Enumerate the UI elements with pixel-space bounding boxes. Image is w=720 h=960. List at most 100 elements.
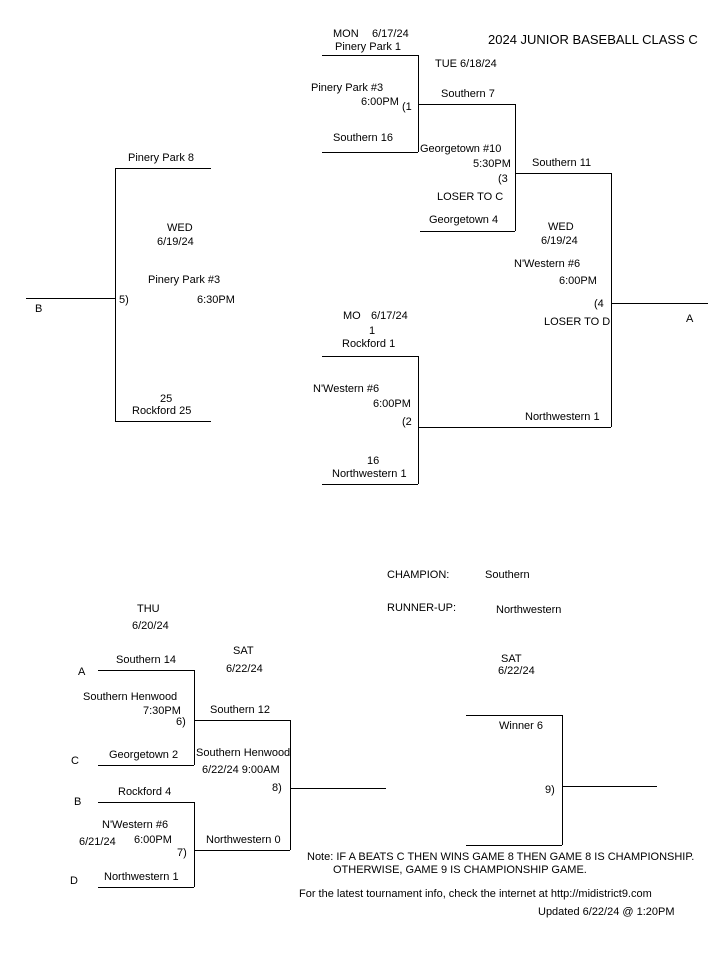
game6-line-top [98, 670, 194, 671]
game2-seed-top: 1 [369, 325, 376, 337]
game3-day-date: TUE 6/18/24 [435, 58, 497, 70]
game5-number: 5) [119, 294, 129, 306]
game1-date: 6/17/24 [372, 28, 409, 40]
game6-number: 6) [176, 716, 186, 728]
game7-label-top: B [74, 796, 82, 808]
game1-venue: Pinery Park #3 [311, 82, 384, 94]
game4-venue: N'Western #6 [514, 258, 581, 270]
bracket-title: 2024 JUNIOR BASEBALL CLASS C [488, 32, 698, 47]
game5-team-bottom: Rockford 25 [132, 405, 192, 417]
game7-venue: N'Western #6 [102, 819, 169, 831]
game5-seed-bottom: 25 [160, 393, 173, 405]
game9-date: 6/22/24 [498, 665, 535, 677]
game1-connector [418, 55, 419, 152]
game4-line-bottom [418, 427, 611, 428]
game9-team-top: Winner 6 [499, 720, 544, 732]
game8-number: 8) [272, 782, 282, 794]
game7-team-top: Rockford 4 [118, 786, 172, 798]
game6-connector [194, 670, 195, 765]
game8-date-time: 6/22/24 9:00AM [202, 764, 280, 776]
game4-number: (4 [594, 298, 604, 310]
champion-value: Southern [485, 569, 530, 581]
game4-time: 6:00PM [559, 275, 597, 287]
game1-number: (1 [402, 101, 412, 113]
game4-day: WED [548, 221, 574, 233]
game9-line-bottom [466, 845, 562, 846]
game7-time: 6:00PM [134, 834, 172, 846]
game3-line-top [418, 104, 515, 105]
note-line-2: OTHERWISE, GAME 9 IS CHAMPIONSHIP GAME. [333, 864, 587, 876]
game5-team-top: Pinery Park 8 [128, 152, 195, 164]
game2-team-top: Rockford 1 [342, 338, 396, 350]
runner-up-value: Northwestern [496, 604, 562, 616]
game1-team-top: Pinery Park 1 [335, 41, 402, 53]
game8-team-top: Southern 12 [210, 704, 270, 716]
game6-label-bottom: C [71, 755, 79, 767]
game5-connector [115, 168, 116, 421]
game4-team-bottom: Northwestern 1 [525, 411, 600, 423]
game8-out-line [290, 788, 386, 789]
game2-seed-bottom: 16 [367, 455, 380, 467]
game6-line-bottom [98, 765, 194, 766]
game3-number: (3 [498, 173, 508, 185]
game6-venue: Southern Henwood [83, 691, 178, 703]
game4-loser-to: LOSER TO D [544, 316, 611, 328]
game4-date: 6/19/24 [541, 235, 578, 247]
game2-number: (2 [402, 416, 412, 428]
game8-day: SAT [233, 645, 254, 657]
game1-time: 6:00PM [361, 96, 399, 108]
game6-time: 7:30PM [143, 705, 181, 717]
game5-venue: Pinery Park #3 [148, 274, 221, 286]
game2-time: 6:00PM [373, 398, 411, 410]
game5-line-bottom [115, 421, 211, 422]
game8-venue: Southern Henwood [196, 747, 291, 759]
game6-label-top: A [78, 666, 86, 678]
game3-connector [515, 104, 516, 231]
game5-out-label: B [35, 303, 43, 315]
game6-day: THU [137, 603, 160, 615]
game8-connector [290, 720, 291, 850]
game3-line-bottom [420, 231, 515, 232]
game8-date: 6/22/24 [226, 663, 263, 675]
game3-venue: Georgetown #10 [420, 143, 502, 155]
game6-date: 6/20/24 [132, 620, 169, 632]
game8-line-bottom [194, 850, 290, 851]
game6-team-bottom: Georgetown 2 [109, 749, 179, 761]
game4-connector [611, 173, 612, 427]
game5-out-line [26, 298, 115, 299]
game3-team-top: Southern 7 [441, 88, 495, 100]
game2-venue: N'Western #6 [313, 383, 380, 395]
game5-line-top [115, 168, 211, 169]
game4-team-top: Southern 11 [532, 157, 592, 169]
game3-time: 5:30PM [473, 158, 511, 170]
game9-number: 9) [545, 784, 555, 796]
game2-line-bottom [322, 484, 418, 485]
game2-team-bottom: Northwestern 1 [332, 468, 407, 480]
game2-day: MO [343, 310, 361, 322]
game9-day: SAT [501, 653, 522, 665]
champion-label: CHAMPION: [387, 569, 450, 581]
game6-team-top: Southern 14 [116, 654, 176, 666]
game2-date: 6/17/24 [371, 310, 408, 322]
game9-out-line [562, 786, 657, 787]
game7-team-bottom: Northwestern 1 [104, 871, 179, 883]
game9-line-top [466, 715, 562, 716]
game3-team-bottom: Georgetown 4 [429, 214, 499, 226]
game5-day: WED [167, 222, 193, 234]
game4-line-top [515, 173, 611, 174]
game7-line-bottom [98, 887, 194, 888]
tournament-info: For the latest tournament info, check th… [299, 888, 652, 900]
updated-timestamp: Updated 6/22/24 @ 1:20PM [538, 906, 675, 918]
game1-team-bottom: Southern 16 [333, 132, 393, 144]
game1-line-top [322, 55, 418, 56]
game8-team-bottom: Northwestern 0 [206, 834, 281, 846]
note-line-1: Note: IF A BEATS C THEN WINS GAME 8 THEN… [307, 851, 695, 863]
game7-number: 7) [177, 847, 187, 859]
game7-line-top [98, 802, 194, 803]
game7-connector [194, 802, 195, 887]
game3-loser-to: LOSER TO C [437, 191, 504, 203]
game5-date: 6/19/24 [157, 236, 194, 248]
game9-connector [562, 715, 563, 845]
game4-out-line [611, 303, 708, 304]
game2-line-top [322, 356, 418, 357]
